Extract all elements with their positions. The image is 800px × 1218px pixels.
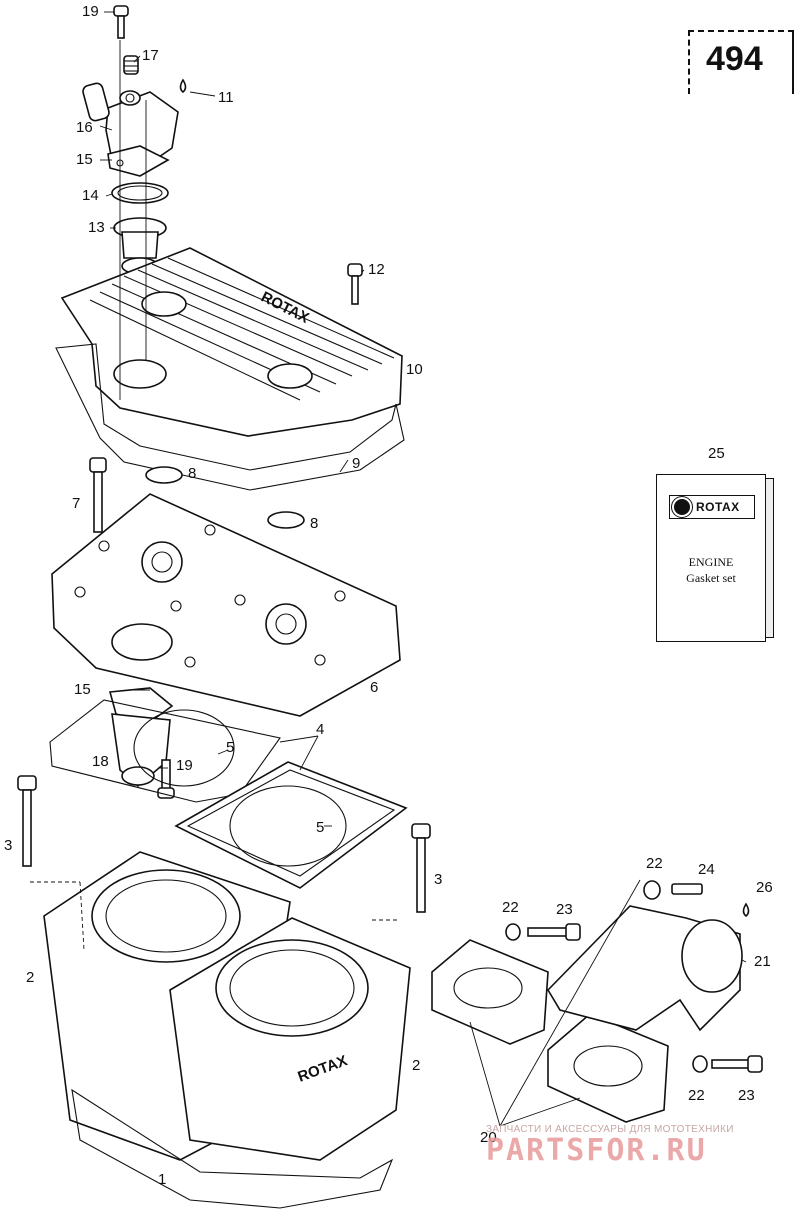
callout-13: 13 <box>88 219 105 236</box>
callout-numbers: 19 17 11 16 15 14 13 12 10 9 8 8 7 6 15 … <box>4 3 773 1188</box>
exhaust-manifold-21 <box>546 905 743 1032</box>
o-ring-8-right <box>267 511 305 529</box>
callout-17: 17 <box>142 47 159 64</box>
cylinder-head-6 <box>51 493 401 717</box>
watermark: ЗАПЧАСТИ И АКСЕССУАРЫ ДЛЯ МОТОТЕХНИКИ PA… <box>486 1124 786 1168</box>
exhaust-flange-20-right <box>547 1013 669 1123</box>
callout-22-right: 22 <box>688 1087 705 1104</box>
callout-24: 24 <box>698 861 715 878</box>
exhaust-flange-20-left <box>431 939 549 1045</box>
callout-7: 7 <box>72 495 80 512</box>
bolt-3-right <box>411 823 431 913</box>
rotax-logo: ROTAX <box>669 495 755 519</box>
callout-1: 1 <box>158 1171 166 1188</box>
callout-25: 25 <box>708 445 725 462</box>
callout-4: 4 <box>316 721 324 738</box>
page-number: 494 <box>706 40 763 78</box>
head-gasket-4-front <box>174 761 408 889</box>
callout-5-front: 5 <box>316 819 324 836</box>
callout-15-lower: 15 <box>74 681 91 698</box>
callout-23-left: 23 <box>556 901 573 918</box>
cylinder-2-front: ROTAX <box>169 917 411 1161</box>
callout-19-top: 19 <box>82 3 99 20</box>
callout-16: 16 <box>76 119 93 136</box>
callout-10: 10 <box>406 361 423 378</box>
o-ring-5-front <box>229 785 347 867</box>
cover-gasket-9 <box>55 343 405 491</box>
watermark-brand: PARTSFOR.RU <box>486 1133 707 1168</box>
callout-8-left: 8 <box>188 465 196 482</box>
callout-22-left: 22 <box>502 899 519 916</box>
callout-14: 14 <box>82 187 99 204</box>
callout-19-lower: 19 <box>176 757 193 774</box>
page-number-box <box>688 30 794 94</box>
washer-22-c <box>692 1055 708 1073</box>
o-ring-5-rear <box>133 709 235 787</box>
plug-24 <box>671 883 703 895</box>
callout-15-top: 15 <box>76 151 93 168</box>
callout-2-front: 2 <box>412 1057 420 1074</box>
callout-22-top: 22 <box>646 855 663 872</box>
booklet-line-1: ENGINE <box>688 555 734 569</box>
booklet-line-2: Gasket set <box>686 571 736 585</box>
callout-12: 12 <box>368 261 385 278</box>
water-outlet-18 <box>111 713 171 788</box>
bolt-19-top <box>113 5 129 39</box>
gasket-set-booklet: ROTAX ENGINE Gasket set <box>656 474 766 642</box>
callout-2-rear: 2 <box>26 969 34 986</box>
bolt-12 <box>347 263 363 305</box>
gear-icon <box>674 499 690 515</box>
washer-22-a <box>643 880 661 900</box>
callout-26: 26 <box>756 879 773 896</box>
bolt-7 <box>89 457 107 533</box>
bolt-3-left <box>17 775 37 867</box>
watermark-tagline: ЗАПЧАСТИ И АКСЕССУАРЫ ДЛЯ МОТОТЕХНИКИ <box>486 1124 734 1135</box>
booklet-brand: ROTAX <box>696 500 740 514</box>
bolt-23-b <box>711 1055 763 1073</box>
callout-21: 21 <box>754 953 771 970</box>
washer-22-b <box>505 923 521 941</box>
callout-9: 9 <box>352 455 360 472</box>
bolt-23-a <box>527 923 581 941</box>
callout-3-left: 3 <box>4 837 12 854</box>
callout-11: 11 <box>218 89 234 106</box>
booklet-spine <box>766 478 774 638</box>
base-gasket-1 <box>71 1088 394 1209</box>
spring-17 <box>123 55 139 75</box>
sealant-drop-icon <box>179 78 187 94</box>
callout-18: 18 <box>92 753 109 770</box>
callout-6: 6 <box>370 679 378 696</box>
sealant-drop-icon-26 <box>742 902 750 918</box>
callout-5-rear: 5 <box>226 739 234 756</box>
callout-23-right: 23 <box>738 1087 755 1104</box>
leader-lines <box>30 11 747 1127</box>
callout-8-right: 8 <box>310 515 318 532</box>
callout-3-right: 3 <box>434 871 442 888</box>
housing-gasket-15-top <box>107 145 170 177</box>
callout-20: 20 <box>480 1129 497 1146</box>
o-ring-8-left <box>145 466 183 484</box>
